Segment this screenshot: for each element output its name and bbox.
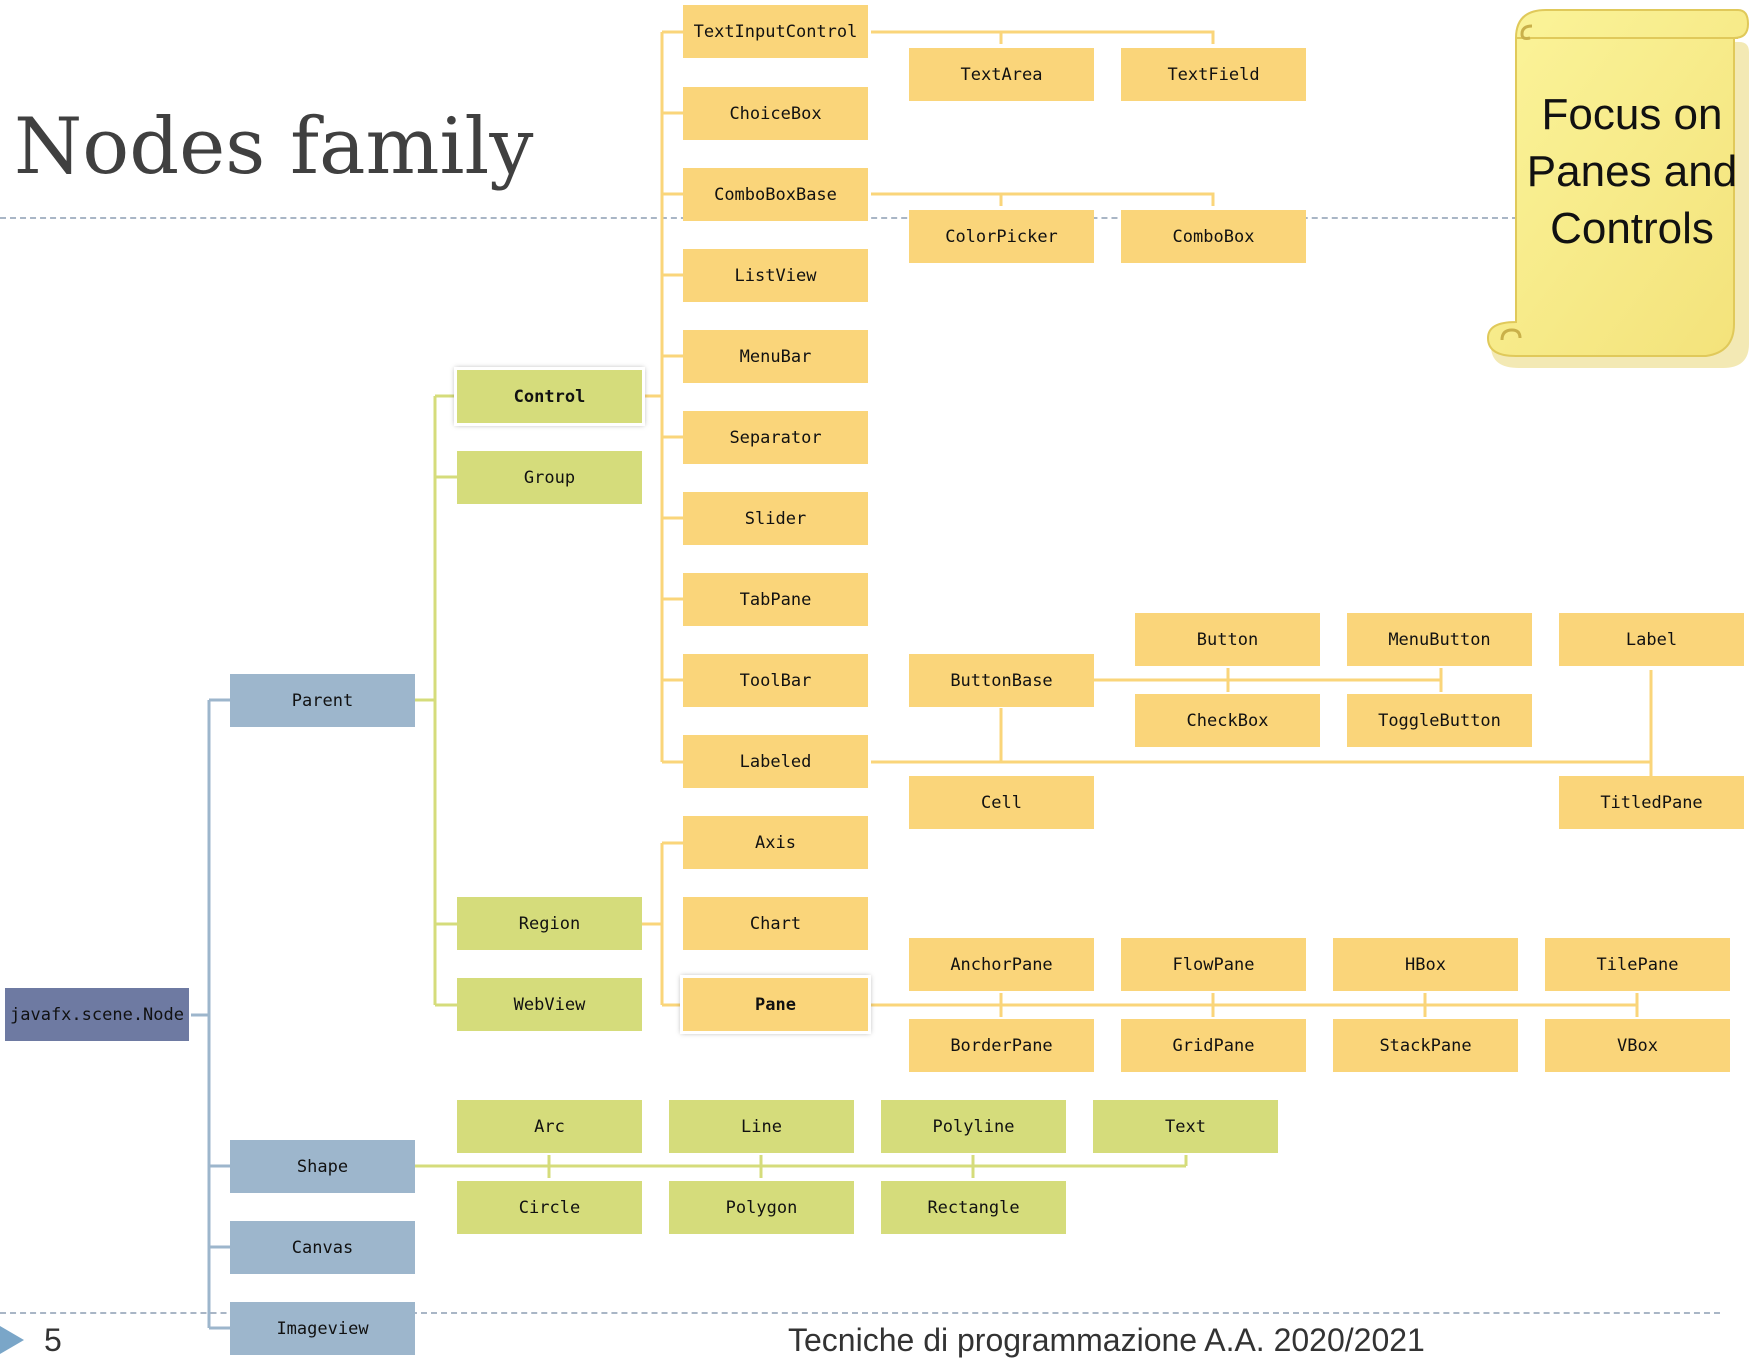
footer-divider	[0, 1312, 1720, 1314]
node-tabpane: TabPane	[683, 573, 868, 626]
node-polyline: Polyline	[881, 1100, 1066, 1153]
node-pane: Pane	[680, 975, 871, 1034]
node-titledpane: TitledPane	[1559, 776, 1744, 829]
node-text: Text	[1093, 1100, 1278, 1153]
node-button: Button	[1135, 613, 1320, 666]
node-hbox: HBox	[1333, 938, 1518, 991]
node-slider: Slider	[683, 492, 868, 545]
node-imageview: Imageview	[230, 1302, 415, 1355]
node-choicebox: ChoiceBox	[683, 87, 868, 140]
node-line: Line	[669, 1100, 854, 1153]
node-region: Region	[457, 897, 642, 950]
node-polygon: Polygon	[669, 1181, 854, 1234]
node-cell: Cell	[909, 776, 1094, 829]
node-toolbar: ToolBar	[683, 654, 868, 707]
node-axis: Axis	[683, 816, 868, 869]
node-combobox: ComboBox	[1121, 210, 1306, 263]
node-menubar: MenuBar	[683, 330, 868, 383]
node-checkbox: CheckBox	[1135, 694, 1320, 747]
node-tilepane: TilePane	[1545, 938, 1730, 991]
node-group: Group	[457, 451, 642, 504]
node-listview: ListView	[683, 249, 868, 302]
node-menubutton: MenuButton	[1347, 613, 1532, 666]
node-vbox: VBox	[1545, 1019, 1730, 1072]
node-buttonbase: ButtonBase	[909, 654, 1094, 707]
node-textfield: TextField	[1121, 48, 1306, 101]
node-shape: Shape	[230, 1140, 415, 1193]
node-labeled: Labeled	[683, 735, 868, 788]
node-colorpicker: ColorPicker	[909, 210, 1094, 263]
node-label: Label	[1559, 613, 1744, 666]
node-flowpane: FlowPane	[1121, 938, 1306, 991]
node-anchorpane: AnchorPane	[909, 938, 1094, 991]
page-number: 5	[44, 1322, 62, 1358]
node-comboboxbase: ComboBoxBase	[683, 168, 868, 221]
bullet-arrow-icon	[0, 1326, 24, 1354]
node-textarea: TextArea	[909, 48, 1094, 101]
node-separator: Separator	[683, 411, 868, 464]
node-rectangle: Rectangle	[881, 1181, 1066, 1234]
node-webview: WebView	[457, 978, 642, 1031]
node-root: javafx.scene.Node	[5, 988, 189, 1041]
slide-title: Nodes family	[14, 102, 534, 192]
node-borderpane: BorderPane	[909, 1019, 1094, 1072]
node-circle: Circle	[457, 1181, 642, 1234]
scroll-shape	[1486, 9, 1750, 368]
node-textinputcontrol: TextInputControl	[683, 5, 868, 58]
node-stackpane: StackPane	[1333, 1019, 1518, 1072]
footer-text: Tecniche di programmazione A.A. 2020/202…	[788, 1322, 1425, 1358]
node-chart: Chart	[683, 897, 868, 950]
node-control: Control	[454, 367, 645, 426]
node-togglebutton: ToggleButton	[1347, 694, 1532, 747]
callout-scroll	[1476, 4, 1750, 374]
node-arc: Arc	[457, 1100, 642, 1153]
node-parent: Parent	[230, 674, 415, 727]
node-canvas: Canvas	[230, 1221, 415, 1274]
node-gridpane: GridPane	[1121, 1019, 1306, 1072]
callout-text: Focus on Panes and Controls	[1526, 90, 1738, 253]
